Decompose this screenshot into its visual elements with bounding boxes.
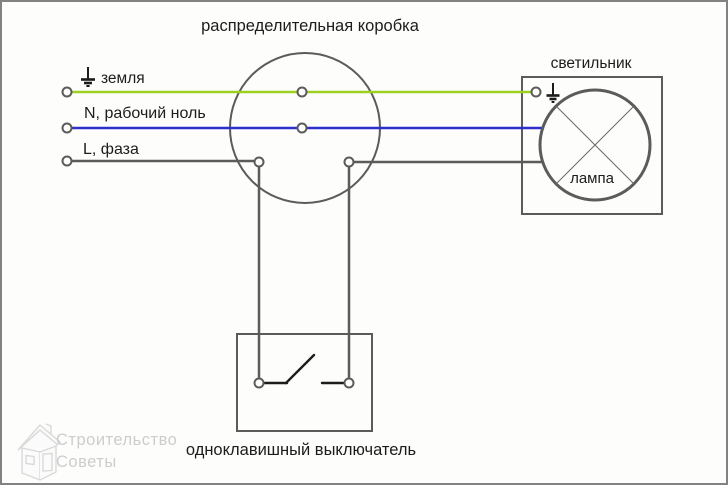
- terminal-dot: [296, 86, 308, 98]
- terminal-dot: [296, 122, 308, 134]
- terminal-dot: [530, 86, 542, 98]
- lamp-circle: [538, 88, 652, 202]
- watermark: Строительство Советы: [56, 429, 177, 473]
- ground-icon: [81, 67, 95, 87]
- terminal-dot: [61, 86, 73, 98]
- terminal-dot: [61, 155, 73, 167]
- terminal-dot: [343, 377, 355, 389]
- watermark-line1: Строительство: [56, 431, 178, 449]
- terminal-dot: [343, 156, 355, 168]
- junction-box-label: распределительная коробка: [201, 17, 419, 35]
- neutral-wire-label: N, рабочий ноль: [84, 105, 206, 122]
- switch-label: одноклавишный выключатель: [185, 441, 417, 459]
- fixture-box: [521, 76, 663, 215]
- lamp-label: лампа: [570, 170, 614, 187]
- switch-box: [236, 333, 373, 432]
- watermark-line2: Советы: [56, 453, 117, 471]
- ground-wire-label: земля: [101, 70, 145, 87]
- fixture-label: светильник: [550, 55, 632, 72]
- terminal-dot: [253, 156, 265, 168]
- terminal-dots: [61, 86, 542, 389]
- terminal-dot: [253, 377, 265, 389]
- lamp-cross-icon: [555, 105, 635, 185]
- house-icon: [17, 423, 61, 481]
- terminal-dot: [61, 122, 73, 134]
- ground-icon: [546, 83, 560, 103]
- switch-lever-icon: [262, 353, 346, 385]
- phase-wire-label: L, фаза: [83, 141, 139, 158]
